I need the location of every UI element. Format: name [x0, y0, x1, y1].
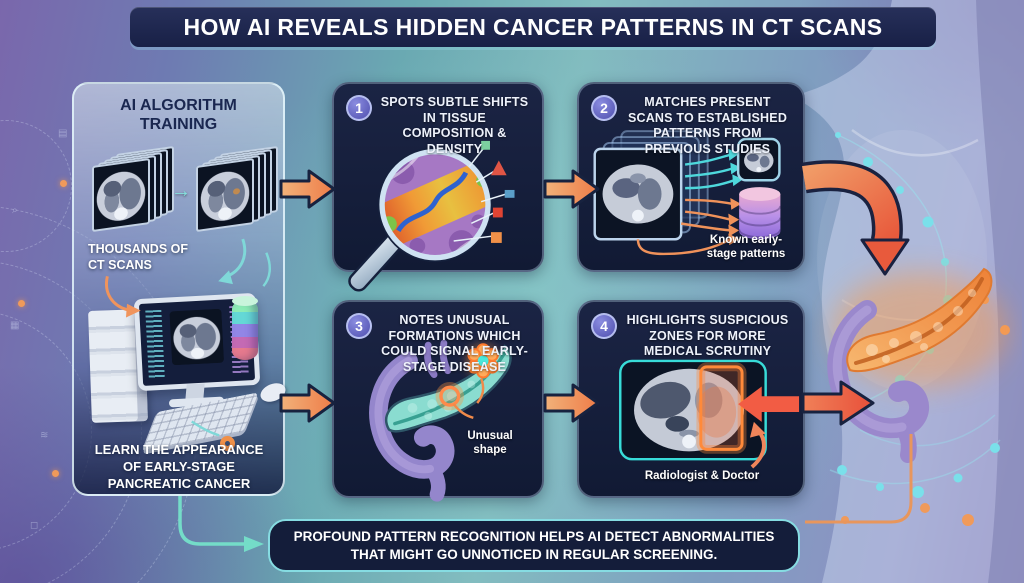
step-4-panel: 4 HIGHLIGHTS SUSPICIOUS ZONES FOR MORE M…	[577, 300, 805, 498]
flow-arrow-train-to-3	[279, 383, 336, 423]
anomaly-flower-marker	[467, 343, 499, 379]
matched-scan-icon	[736, 137, 781, 182]
step-4-badge: 4	[591, 313, 617, 339]
training-title: AI ALGORITHM TRAINING	[120, 97, 237, 134]
circuit-glyph-icon: ◻	[30, 520, 39, 531]
orange-square-marker	[490, 232, 502, 243]
step-2-title: MATCHES PRESENT SCANS TO ESTABLISHED PAT…	[627, 95, 788, 156]
step-2-caption: Known early-stage patterns	[706, 234, 786, 260]
magnifier-tissue-illustration	[348, 140, 515, 292]
anomaly-ring-marker	[439, 385, 461, 407]
flow-arrow-4-to-body	[801, 380, 875, 426]
blue-square-marker	[504, 189, 515, 198]
step-2-badge: 2	[591, 95, 617, 121]
node-ring-icon	[220, 436, 235, 451]
thousands-label: THOUSANDS OF CT SCANS	[88, 242, 188, 272]
document-icon: ▤	[58, 128, 68, 139]
footer-banner: PROFOUND PATTERN RECOGNITION HELPS AI DE…	[268, 519, 800, 572]
step-4-title: HIGHLIGHTS SUSPICIOUS ZONES FOR MORE MED…	[626, 313, 789, 359]
circuit-glyph-icon: ▦	[10, 320, 20, 331]
step-3-panel: 3 NOTES UNUSUAL FORMATIONS WHICH COULD S…	[332, 300, 544, 502]
step-1-badge: 1	[346, 95, 372, 121]
pancreas-icon	[827, 267, 1008, 463]
flow-arrow-3-to-4	[543, 383, 600, 423]
teal-connector-train-to-footer	[178, 496, 264, 552]
green-square-marker	[481, 140, 490, 150]
decor-dot	[52, 470, 59, 477]
database-cylinder-icon	[232, 296, 258, 360]
teal-match-arrows	[684, 153, 735, 190]
patterns-database-icon	[738, 187, 782, 240]
step-3-caption: Unusual shape	[467, 430, 513, 456]
suspicious-zone-illustration	[619, 359, 800, 469]
step-1-title: SPOTS SUBTLE SHIFTS IN TISSUE COMPOSITIO…	[380, 95, 529, 156]
training-arrows	[105, 238, 271, 437]
scan-matching-illustration	[593, 130, 782, 256]
title-banner: HOW AI REVEALS HIDDEN CANCER PATTERNS IN…	[130, 7, 936, 47]
arrow-right-icon: →	[171, 180, 191, 202]
highlight-zone-box	[699, 365, 744, 451]
flow-arrow-2-to-pancreas	[801, 160, 910, 276]
footer-text: PROFOUND PATTERN RECOGNITION HELPS AI DE…	[293, 528, 775, 562]
search-doc-icon: ⌕	[12, 205, 18, 216]
main-title: HOW AI REVEALS HIDDEN CANCER PATTERNS IN…	[183, 13, 883, 40]
pancreas-anomaly-illustration	[369, 339, 512, 502]
orange-connector-body-to-footer	[805, 434, 913, 524]
step-4-caption: Radiologist & Doctor	[644, 470, 760, 482]
circuit-glyph-icon: ≋	[40, 430, 49, 441]
pointer-arrow-left	[738, 386, 800, 422]
flow-arrow-1-to-2	[543, 169, 600, 209]
step-3-title: NOTES UNUSUAL FORMATIONS WHICH COULD SIG…	[381, 313, 528, 374]
orange-match-arrows	[636, 198, 733, 256]
step-2-panel: 2 MATCHES PRESENT SCANS TO ESTABLISHED P…	[577, 82, 805, 272]
decor-dot	[60, 180, 67, 187]
red-triangle-marker	[490, 160, 507, 176]
flow-arrow-train-to-1	[279, 169, 336, 209]
training-panel: AI ALGORITHM TRAINING → THOUSANDS OF CT …	[72, 82, 289, 496]
step-1-panel: 1 SPOTS SUBTLE SHIFTS IN TISSUE COMPOSIT…	[332, 82, 544, 292]
decor-dot	[18, 300, 25, 307]
training-outcome-label: LEARN THE APPEARANCE OF EARLY-STAGE PANC…	[94, 442, 264, 491]
step-3-badge: 3	[346, 313, 372, 339]
red-square-marker	[492, 207, 503, 218]
